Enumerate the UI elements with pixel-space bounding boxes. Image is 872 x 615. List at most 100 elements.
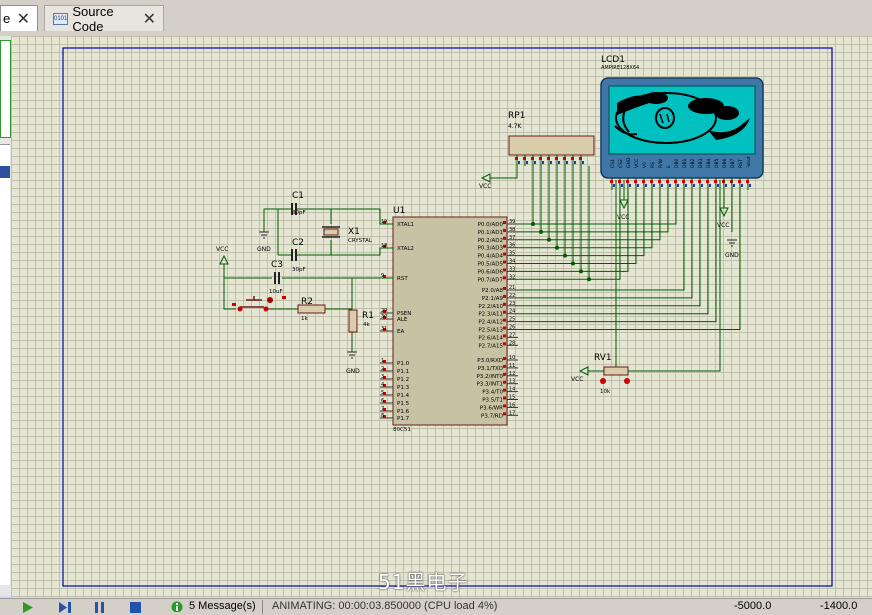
u1-pin-marker <box>503 294 506 298</box>
u1-pin-number: 13 <box>509 379 515 385</box>
u1-pin-name: P1.1 <box>397 369 409 375</box>
u1-pin-marker <box>383 392 386 395</box>
lcd-pin-marker <box>650 180 653 183</box>
u1-pin-marker <box>503 228 506 232</box>
u1-pin-marker <box>503 236 506 240</box>
pause-icon[interactable] <box>94 602 106 613</box>
u1-ref: U1 <box>393 206 405 216</box>
u1-pin-number: 17 <box>509 410 515 416</box>
lcd-ref: LCD1 <box>601 55 625 65</box>
vcc-arrow-reset <box>219 254 229 265</box>
rv1-body[interactable] <box>603 366 629 376</box>
u1-pin-name: P3.7/RD <box>481 413 503 419</box>
c3-symbol <box>274 272 280 284</box>
u1-right-pins: 39P0.0/AD038P0.1/AD137P0.2/AD236P0.3/AD3… <box>476 219 518 419</box>
rv1-value: 10k <box>600 389 611 395</box>
r1-body[interactable] <box>348 309 358 333</box>
u1-pin-name: P2.1/A9 <box>482 296 504 302</box>
rp1-pin-marker <box>555 157 558 160</box>
u1-pin-name: P1.6 <box>397 409 410 415</box>
rp1-pin-state <box>566 161 568 164</box>
lcd-pin-marker <box>618 180 621 183</box>
u1-pin-number: 10 <box>509 355 515 361</box>
u1-pin-marker <box>503 276 506 280</box>
lcd-pin-state <box>645 184 647 187</box>
lcd-pin-name: DB3 <box>698 158 704 168</box>
p0-bus-wire <box>518 190 645 257</box>
stop-icon[interactable] <box>130 602 142 613</box>
messages-count[interactable]: 5 Message(s) <box>189 600 256 612</box>
device-list-selected-item[interactable] <box>0 166 10 178</box>
lcd-pin-name: DB7 <box>730 158 736 168</box>
rp1-pin-marker <box>515 157 518 160</box>
u1-pin-name: P2.0/A8 <box>482 288 504 294</box>
gnd-symbol <box>259 231 269 239</box>
r2-body[interactable] <box>297 304 326 314</box>
lcd-pin-marker <box>658 180 661 183</box>
p2-bus-wire <box>518 190 693 299</box>
reset-button[interactable] <box>232 296 286 312</box>
lcd-pin-name: DB2 <box>690 158 696 168</box>
lcd-pin-name: VCC <box>634 159 640 168</box>
u1-pin-name: P1.3 <box>397 385 410 391</box>
lcd-pin-state <box>701 184 703 187</box>
lcd-pin-marker <box>738 180 741 183</box>
rv1-decrement-button[interactable] <box>600 378 606 384</box>
lcd-pin-marker <box>682 180 685 183</box>
overview-window[interactable] <box>0 40 11 138</box>
u1-pin-name: P0.6/AD6 <box>478 269 504 275</box>
u1-pin-name: PSEN <box>397 311 411 317</box>
u1-pin-marker <box>383 384 386 387</box>
close-icon[interactable]: ✕ <box>16 10 30 28</box>
rp1-pin-state <box>526 161 528 164</box>
vcc-arrow-lcd2 <box>719 207 729 218</box>
u1-pin-name: P0.0/AD0 <box>478 222 504 228</box>
rv1-increment-button[interactable] <box>624 378 630 384</box>
u1-pin-name: P3.4/T0 <box>482 390 503 396</box>
rp1-body[interactable] <box>508 135 595 156</box>
u1-pin-name: P1.2 <box>397 377 409 383</box>
p0-bus-wire <box>518 190 669 233</box>
p2-bus-wire <box>518 190 685 291</box>
lcd-pin-state <box>709 184 711 187</box>
u1-pin-marker <box>383 245 386 248</box>
rp1-pin-state <box>558 161 560 164</box>
step-icon[interactable] <box>58 602 72 613</box>
u1-pin-number: 31 <box>381 326 387 332</box>
u1-pin-marker <box>383 368 386 371</box>
lcd-pin-state <box>749 184 751 187</box>
p2-bus-wire <box>518 190 709 315</box>
gnd-label-r1: GND <box>346 368 360 375</box>
device-list[interactable] <box>0 144 10 585</box>
rp1-ref: RP1 <box>508 111 525 121</box>
u1-pin-number: 28 <box>509 340 515 346</box>
lcd-pin-state <box>741 184 743 187</box>
close-icon[interactable]: ✕ <box>142 10 156 28</box>
u1-pin-name: P0.2/AD2 <box>478 238 503 244</box>
lcd-pin-state <box>733 184 735 187</box>
tab-schematic[interactable]: e ✕ <box>0 5 38 31</box>
vcc-arrow-rv1 <box>578 366 589 376</box>
u1-pin-name: P2.5/A13 <box>478 328 503 334</box>
lcd-pin-marker <box>674 180 677 183</box>
rv1-ref: RV1 <box>594 353 612 363</box>
u1-pin-number: 15 <box>509 395 515 401</box>
u1-pin-number: 29 <box>381 308 387 314</box>
u1-body[interactable] <box>392 216 508 426</box>
vcc-label-rv1: VCC <box>571 376 583 383</box>
tab-source-code[interactable]: 0101 Source Code ✕ <box>44 4 164 34</box>
c2-ref: C2 <box>292 238 304 248</box>
lcd-power-wires <box>623 180 733 232</box>
u1-pin-name: P1.0 <box>397 361 410 367</box>
u1-pin-name: P0.3/AD3 <box>478 246 504 252</box>
u1-pin-number: 18 <box>381 243 387 249</box>
u1-pin-name: XTAL1 <box>397 222 414 228</box>
u1-pin-marker <box>383 328 386 331</box>
rp1-pin-state <box>518 161 520 164</box>
u1-pin-number: 11 <box>509 363 515 369</box>
play-icon[interactable] <box>22 602 34 613</box>
status-divider <box>262 600 263 614</box>
tab-bar: e ✕ 0101 Source Code ✕ <box>0 0 872 37</box>
